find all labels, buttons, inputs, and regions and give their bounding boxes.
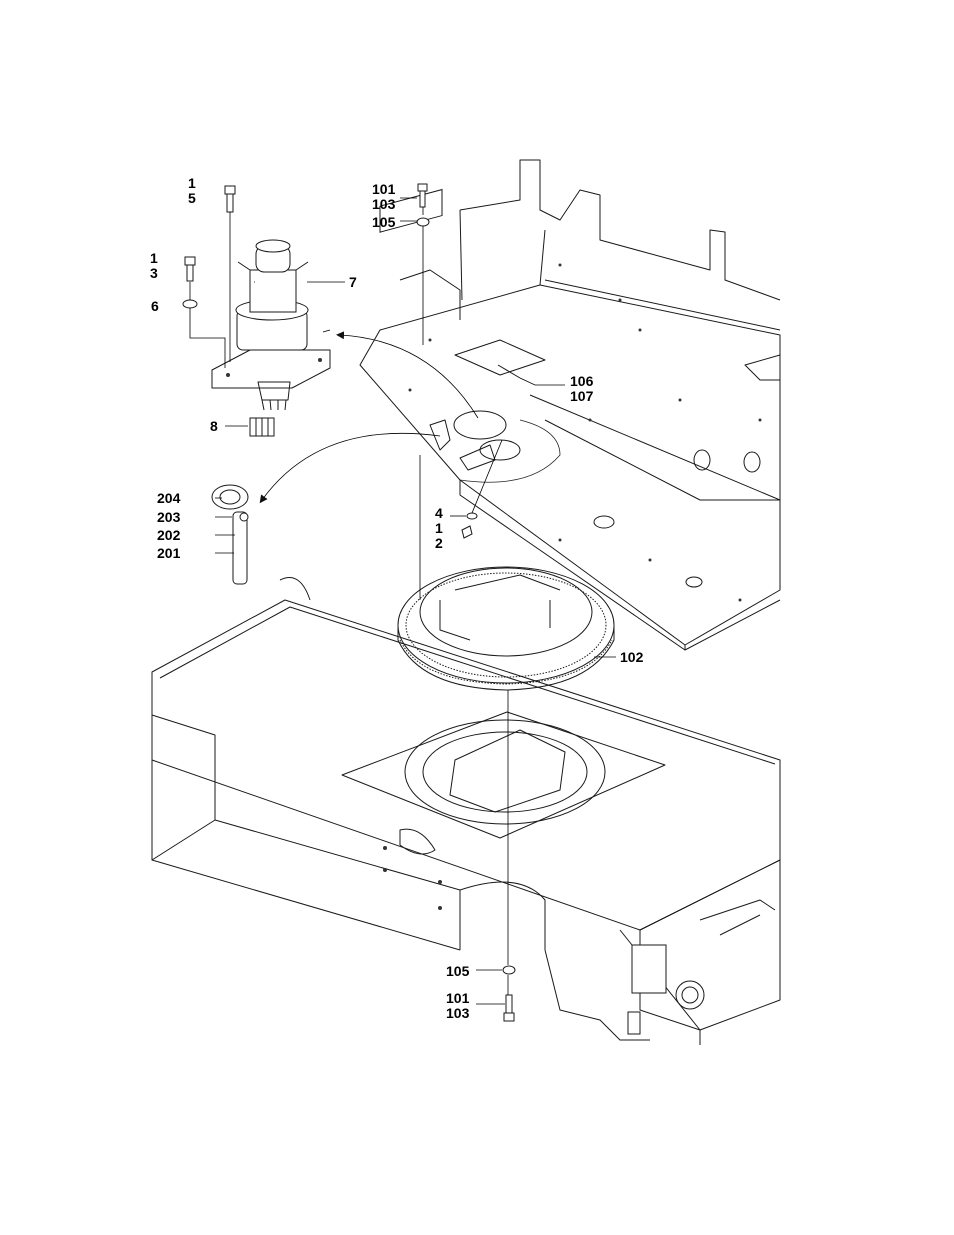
callout-text: 101 [446,991,469,1006]
callout-105-top: 105 [372,215,395,230]
callout-105-bottom: 105 [446,964,469,979]
callout-1-5: 1 5 [188,176,196,206]
callout-201: 201 [157,546,180,561]
callout-101-103-top: 101 103 [372,182,395,212]
callout-text: 102 [620,650,643,665]
callout-text: 1 [435,521,443,536]
callout-text: 1 [188,176,196,191]
callout-text: 107 [570,389,593,404]
callout-text: 7 [349,275,357,290]
callout-text: 103 [372,197,395,212]
callout-text: 203 [157,510,180,525]
callout-text: 8 [210,419,218,434]
callout-text: 3 [150,266,158,281]
callout-text: 2 [435,536,443,551]
callout-text: 5 [188,191,196,206]
callout-text: 105 [372,215,395,230]
callout-text: 202 [157,528,180,543]
callout-102: 102 [620,650,643,665]
callout-7: 7 [349,275,357,290]
callout-203: 203 [157,510,180,525]
callout-text: 101 [372,182,395,197]
hardware-parts [183,184,520,1021]
callout-text: 201 [157,546,180,561]
callout-text: 1 [150,251,158,266]
callout-text: 103 [446,1006,469,1021]
callout-text: 6 [151,299,159,314]
callout-4-1-2: 4 1 2 [435,506,443,551]
callout-101-103-bottom: 101 103 [446,991,469,1021]
callout-1-3: 1 3 [150,251,158,281]
assembly-arrows [262,330,478,500]
callout-text: 4 [435,506,443,521]
callout-6: 6 [151,299,159,314]
callout-204: 204 [157,491,180,506]
callout-202: 202 [157,528,180,543]
callout-106-107: 106 107 [570,374,593,404]
callout-8: 8 [210,419,218,434]
callout-text: 106 [570,374,593,389]
callout-text: 204 [157,491,180,506]
callout-text: 105 [446,964,469,979]
